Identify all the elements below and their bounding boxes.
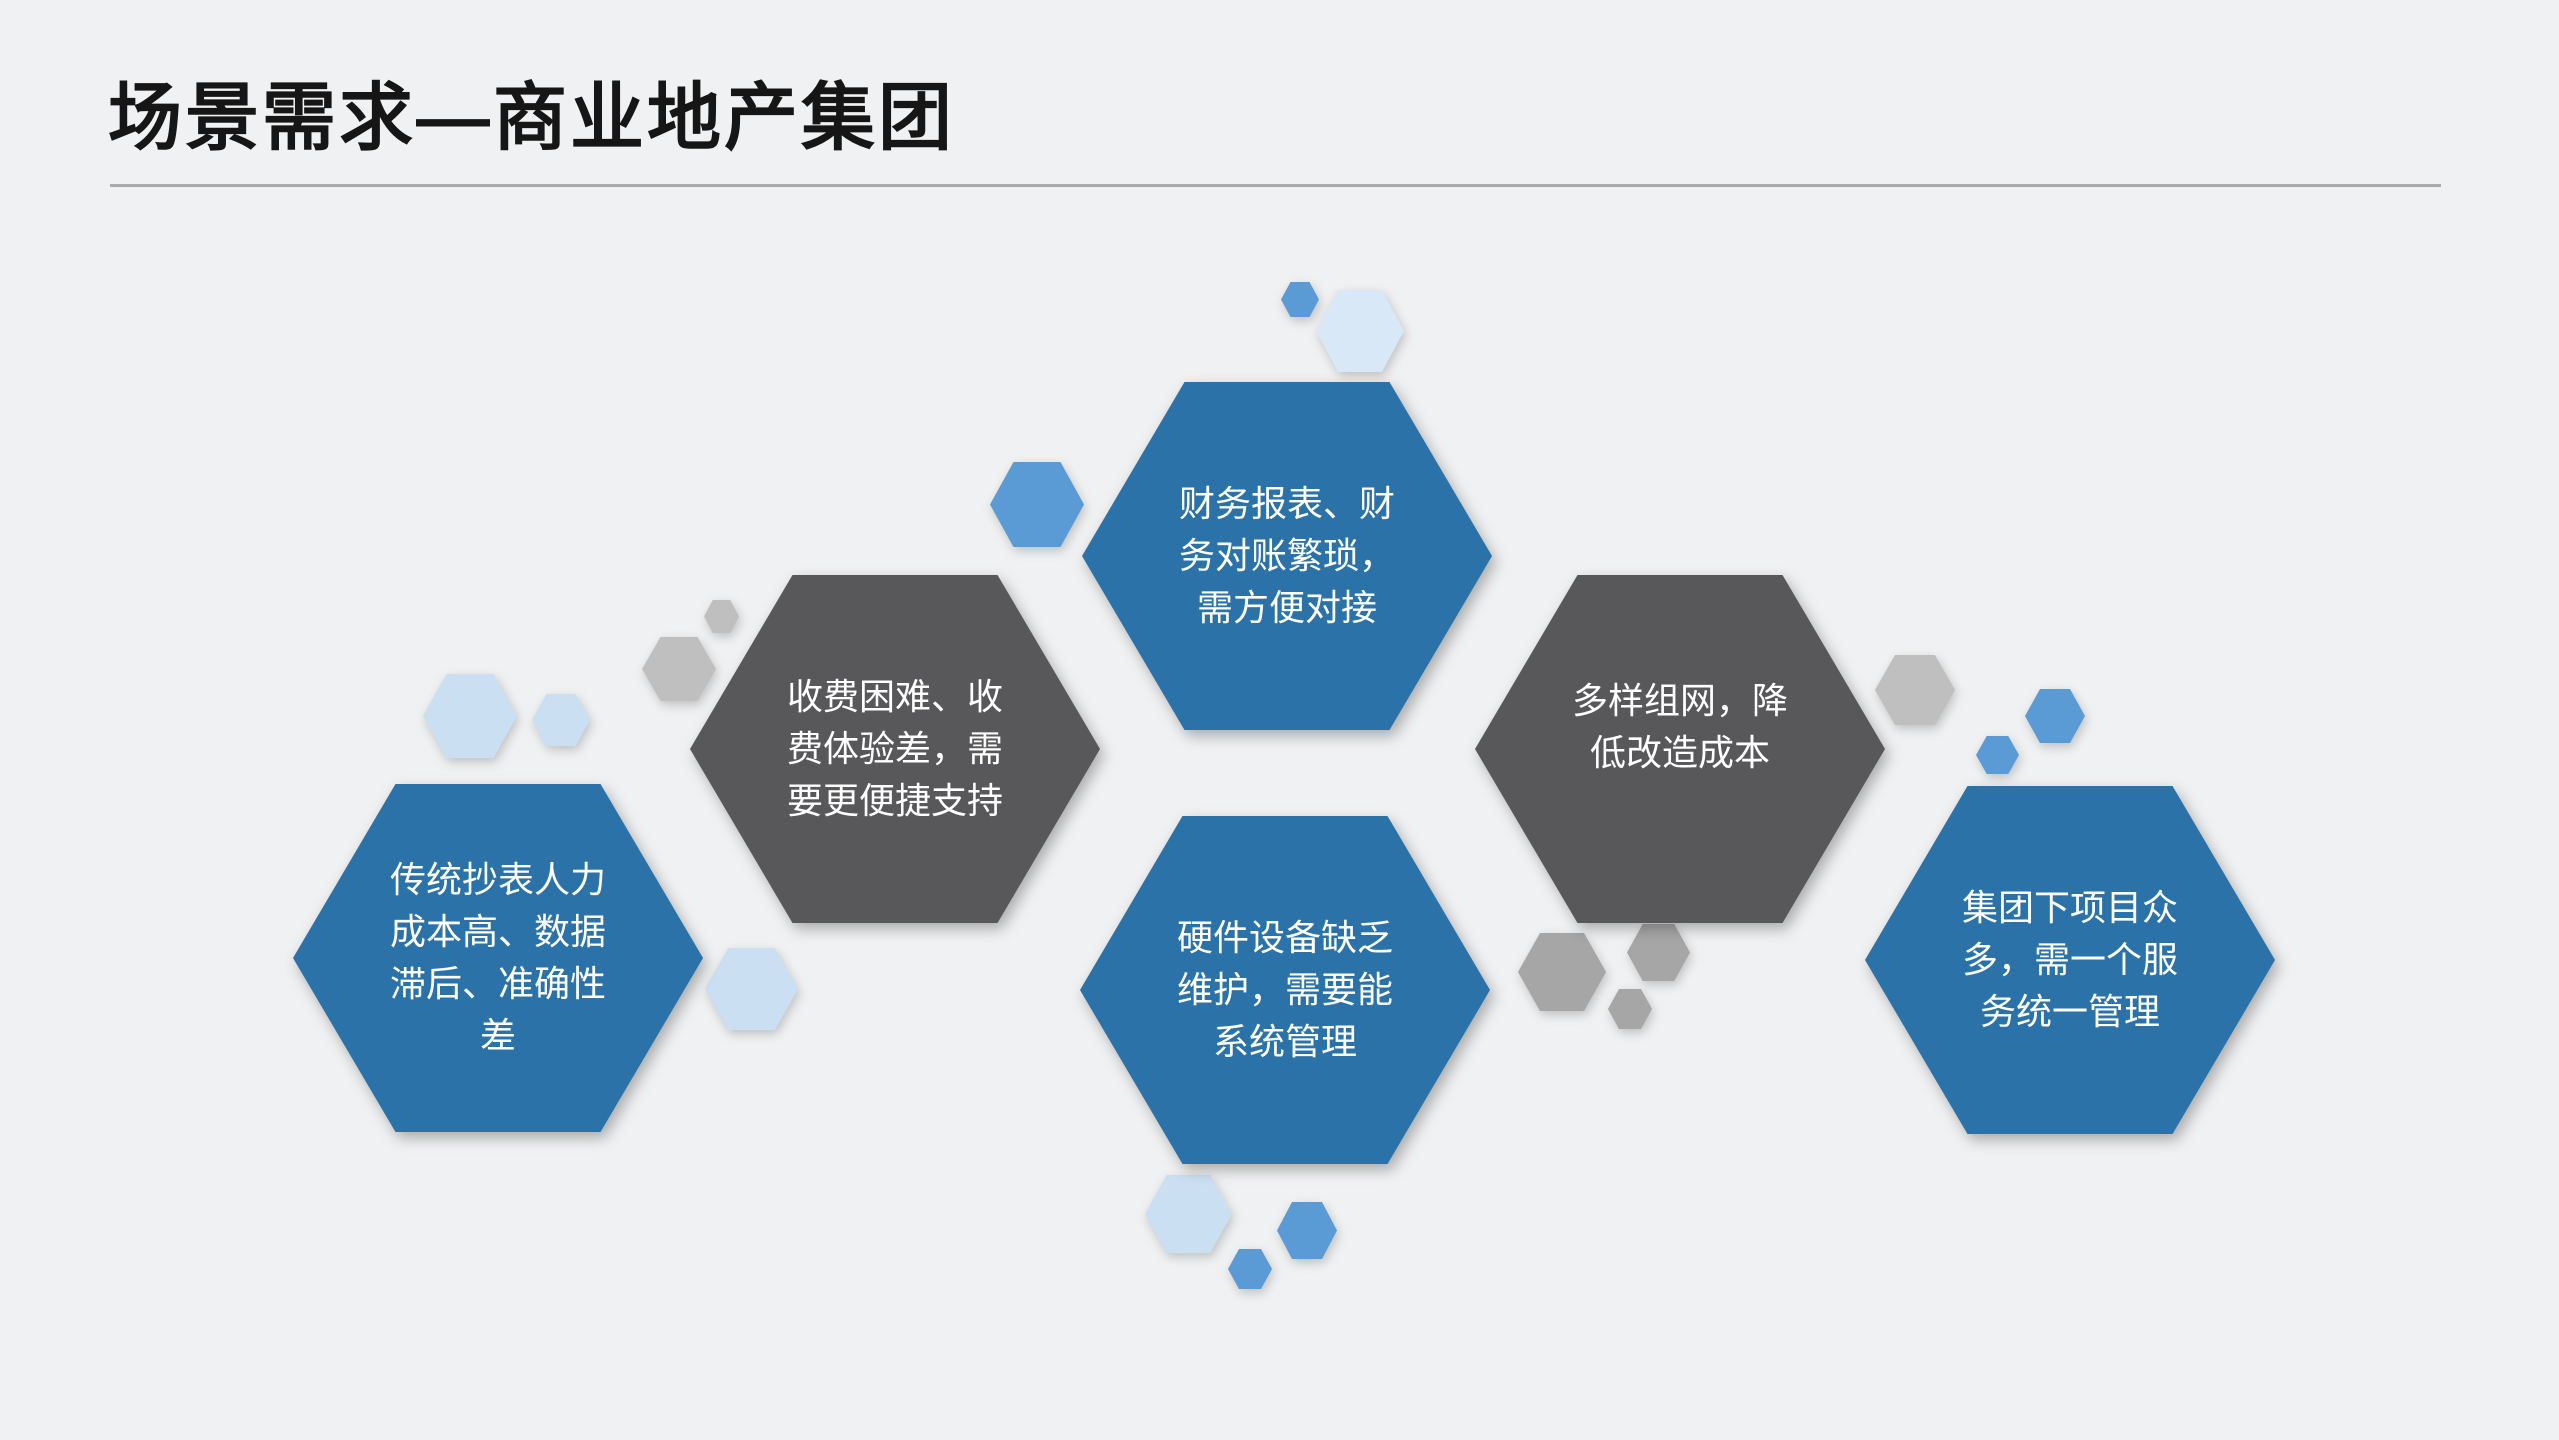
hexagon-icon [2025, 689, 2085, 743]
hexagon-shape: 传统抄表人力成本高、数据滞后、准确性差 [293, 784, 703, 1132]
hexagon-text: 硬件设备缺乏维护，需要能系统管理 [1176, 917, 1393, 1062]
hexagon-icon [1228, 1249, 1272, 1289]
hexagon-card-meter-reading-cost: 传统抄表人力成本高、数据滞后、准确性差 [293, 784, 703, 1132]
hexagon-icon [1277, 1202, 1337, 1259]
page-title: 场景需求—商业地产集团 [108, 76, 955, 159]
hexagon-shape: 集团下项目众多，需一个服务统一管理 [1865, 786, 2275, 1134]
hexagon-text: 收费困难、收费体验差，需要更便捷支持 [786, 676, 1003, 821]
hexagon-card-hardware-maintenance: 硬件设备缺乏维护，需要能系统管理 [1080, 816, 1490, 1164]
hexagon-icon [1627, 924, 1690, 981]
hexagon-shape: 硬件设备缺乏维护，需要能系统管理 [1080, 816, 1490, 1164]
decorative-hexagon [1976, 736, 2019, 774]
decorative-hexagon [642, 637, 716, 701]
hexagon-card-unified-management: 集团下项目众多，需一个服务统一管理 [1865, 786, 2275, 1134]
decorative-hexagon [1875, 655, 1955, 725]
decorative-hexagon [1316, 290, 1404, 372]
hexagon-icon [1976, 736, 2019, 774]
decorative-hexagon [2025, 689, 2085, 743]
hexagon-icon [1875, 655, 1955, 725]
decorative-hexagon [1145, 1175, 1232, 1253]
decorative-hexagon [1228, 1249, 1272, 1289]
hexagon-shape: 多样组网，降低改造成本 [1475, 575, 1885, 923]
decorative-hexagon [1277, 1202, 1337, 1259]
hexagon-icon [1518, 933, 1606, 1011]
hexagon-card-fee-collection: 收费困难、收费体验差，需要更便捷支持 [690, 575, 1100, 923]
hexagon-icon [423, 674, 517, 758]
hexagon-text: 财务报表、财务对账繁琐，需方便对接 [1178, 483, 1395, 628]
hexagon-icon [705, 948, 798, 1030]
decorative-hexagon [704, 600, 739, 633]
decorative-hexagon [1627, 924, 1690, 981]
decorative-hexagon [1281, 282, 1319, 317]
hexagon-text: 传统抄表人力成本高、数据滞后、准确性差 [389, 859, 606, 1056]
decorative-hexagon [1518, 933, 1606, 1011]
hexagon-shape: 收费困难、收费体验差，需要更便捷支持 [690, 575, 1100, 923]
hexagon-icon [532, 694, 590, 746]
decorative-hexagon [990, 462, 1084, 547]
hexagon-text: 集团下项目众多，需一个服务统一管理 [1961, 887, 2178, 1032]
hexagon-icon [1281, 282, 1319, 317]
hexagon-icon [1316, 290, 1404, 372]
hexagon-shape: 财务报表、财务对账繁琐，需方便对接 [1082, 382, 1492, 730]
hexagon-text: 多样组网，降低改造成本 [1571, 679, 1788, 773]
hexagon-icon [1145, 1175, 1232, 1253]
decorative-hexagon [532, 694, 590, 746]
hexagon-card-networking-cost: 多样组网，降低改造成本 [1475, 575, 1885, 923]
decorative-hexagon [423, 674, 517, 758]
decorative-hexagon [705, 948, 798, 1030]
hexagon-icon [990, 462, 1084, 547]
decorative-hexagon [1608, 989, 1652, 1029]
title-divider [110, 184, 2441, 187]
hexagon-icon [1608, 989, 1652, 1029]
hexagon-card-finance-reconciliation: 财务报表、财务对账繁琐，需方便对接 [1082, 382, 1492, 730]
